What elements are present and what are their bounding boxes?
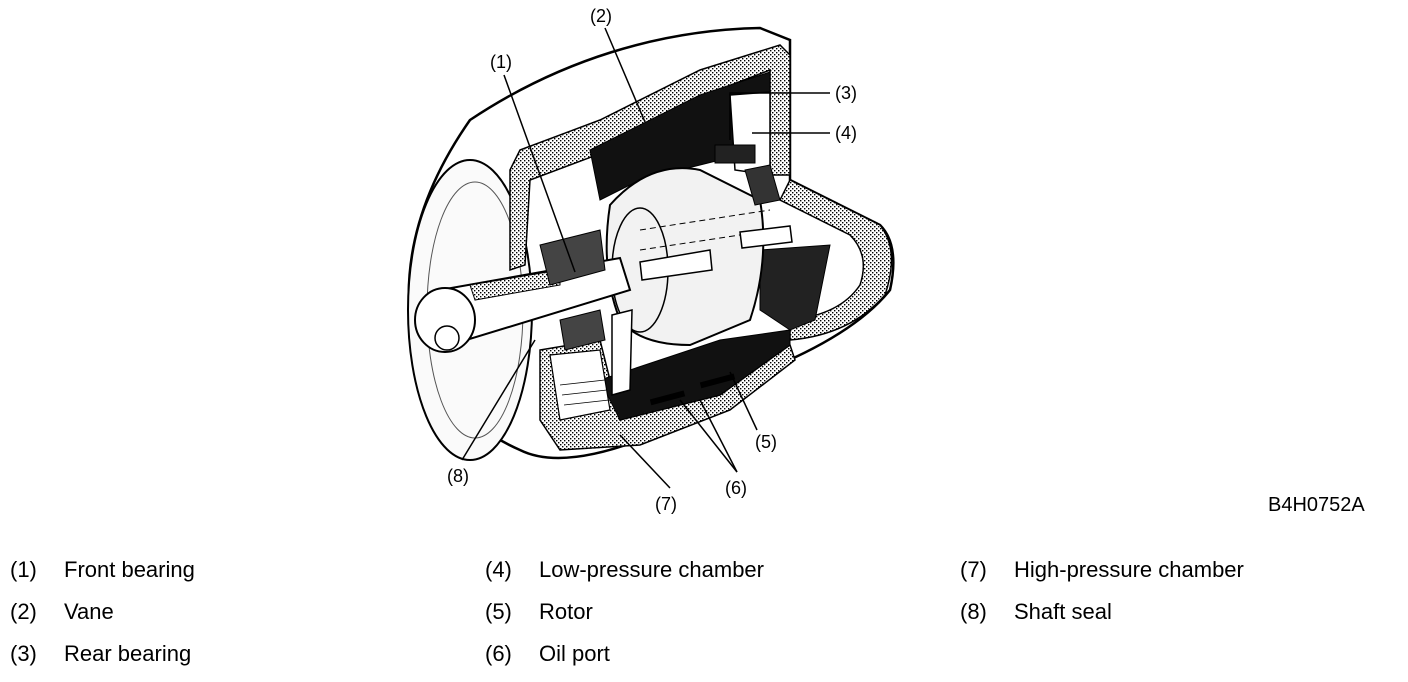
legend-item: (7) High-pressure chamber [960,557,1244,583]
legend-label: Rotor [539,599,593,624]
legend-label: Rear bearing [64,641,192,666]
legend-item: (3) Rear bearing [10,641,191,667]
callout-2: (2) [590,6,612,26]
legend-number: (3) [10,641,37,666]
drive-shaft [414,256,632,353]
callout-5: (5) [755,432,777,452]
vane-pump-cutaway-diagram: (1) (2) (3) (4) (5) (6) (7) (8) [407,6,895,514]
legend-number: (4) [485,557,512,582]
legend-label: Vane [64,599,114,624]
legend-label: High-pressure chamber [1014,557,1244,582]
legend-number: (6) [485,641,512,666]
legend-item: (8) Shaft seal [960,599,1112,625]
legend-number: (8) [960,599,987,624]
legend-label: Oil port [539,641,610,666]
callout-3: (3) [835,83,857,103]
legend-item: (4) Low-pressure chamber [485,557,764,583]
legend-number: (5) [485,599,512,624]
legend-number: (7) [960,557,987,582]
legend-label: Front bearing [64,557,195,582]
legend-label: Low-pressure chamber [539,557,764,582]
legend-item: (5) Rotor [485,599,593,625]
callout-1: (1) [490,52,512,72]
legend-number: (1) [10,557,37,582]
legend-item: (6) Oil port [485,641,610,667]
callout-7: (7) [655,494,677,514]
leader-lines [461,27,830,489]
callout-6: (6) [725,478,747,498]
oil-ports [649,373,736,406]
legend-item: (1) Front bearing [10,557,195,583]
callout-8: (8) [447,466,469,486]
front-bearing [539,229,606,351]
rear-bearing [714,91,781,206]
legend-number: (2) [10,599,37,624]
callout-4: (4) [835,123,857,143]
figure-id: B4H0752A [1268,494,1365,516]
vanes [611,225,793,396]
legend-item: (2) Vane [10,599,114,625]
high-pressure-chamber [549,349,611,421]
legend-label: Shaft seal [1014,599,1112,624]
